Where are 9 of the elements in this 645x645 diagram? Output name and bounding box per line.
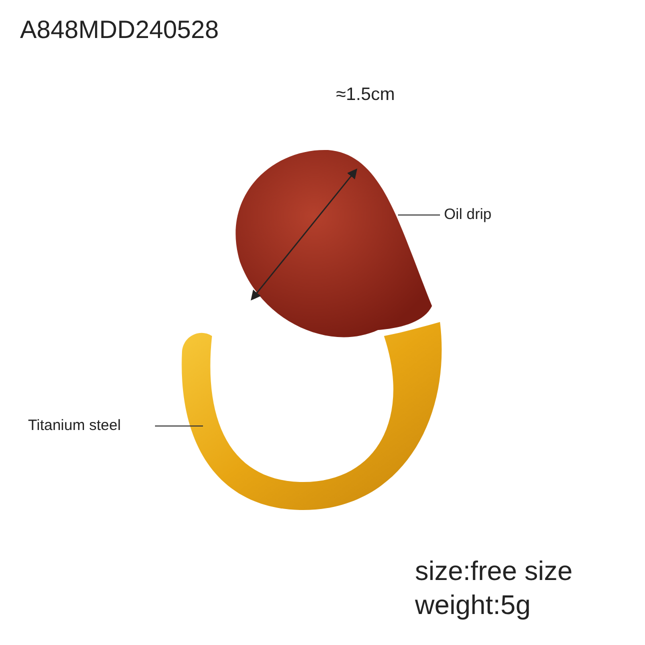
- part-label: Titanium steel: [28, 417, 121, 434]
- dimension-label: ≈1.5cm: [336, 84, 395, 105]
- oil-drip-drawing: [236, 150, 432, 338]
- leader-line: [398, 214, 440, 216]
- ring-band-drawing: [182, 322, 442, 510]
- product-code: A848MDD240528: [20, 16, 219, 45]
- size-note: size:free size: [415, 556, 573, 587]
- part-label: Oil drip: [444, 206, 492, 223]
- weight-note: weight:5g: [415, 590, 531, 621]
